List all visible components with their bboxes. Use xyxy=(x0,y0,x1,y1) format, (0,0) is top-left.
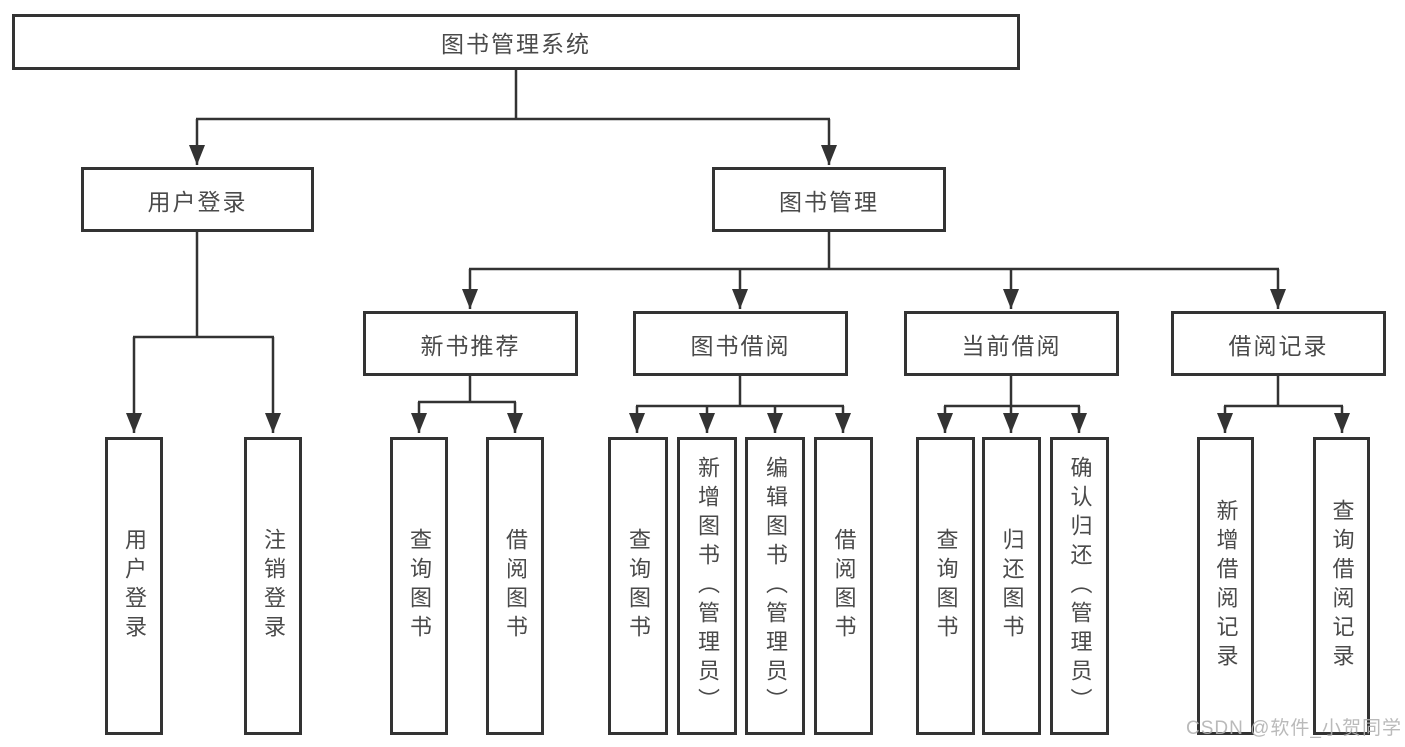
node-current-borrowing: 当前借阅 xyxy=(904,311,1119,376)
csdn-watermark: CSDN @软件_小贺同学 xyxy=(1186,718,1402,739)
leaf-borrow-books-recommend: 借阅图书 xyxy=(486,437,544,735)
node-book-management: 图书管理 xyxy=(712,167,946,232)
leaf-confirm-return-admin: 确认归还（管理员） xyxy=(1050,437,1109,735)
leaf-add-book-admin: 新增图书（管理员） xyxy=(677,437,737,735)
leaf-borrow-books: 借阅图书 xyxy=(814,437,873,735)
leaf-user-login: 用户登录 xyxy=(105,437,163,735)
node-borrowing-records: 借阅记录 xyxy=(1171,311,1386,376)
node-new-book-recommend: 新书推荐 xyxy=(363,311,578,376)
leaf-logout: 注销登录 xyxy=(244,437,302,735)
leaf-add-borrow-record: 新增借阅记录 xyxy=(1197,437,1254,735)
leaf-query-books-recommend: 查询图书 xyxy=(390,437,448,735)
leaf-query-books-current: 查询图书 xyxy=(916,437,975,735)
leaf-return-book: 归还图书 xyxy=(982,437,1041,735)
node-user-login: 用户登录 xyxy=(81,167,314,232)
leaf-query-books-borrowing: 查询图书 xyxy=(608,437,668,735)
leaf-edit-book-admin: 编辑图书（管理员） xyxy=(745,437,805,735)
node-library-system: 图书管理系统 xyxy=(12,14,1020,70)
node-book-borrowing: 图书借阅 xyxy=(633,311,848,376)
leaf-query-borrow-record: 查询借阅记录 xyxy=(1313,437,1370,735)
